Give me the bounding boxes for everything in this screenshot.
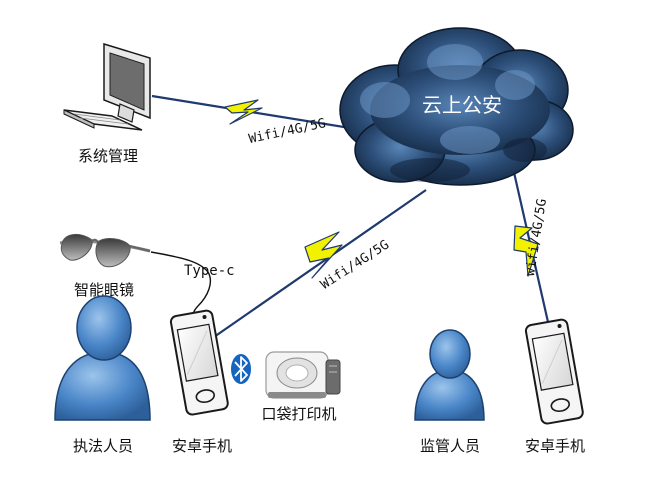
- supervisor-label: 监管人员: [420, 437, 480, 455]
- lightning-admin-icon: [224, 99, 263, 125]
- bluetooth-icon: [231, 354, 251, 384]
- cloud-icon: 云上公安: [339, 27, 574, 186]
- desktop-computer-icon: [63, 42, 151, 131]
- officer-phone-label: 安卓手机: [172, 437, 232, 455]
- android-phone-icon-supervisor: [524, 318, 584, 425]
- pocket-printer-icon: [265, 351, 341, 399]
- link-label-officer-phone: Wifi/4G/5G: [318, 237, 392, 292]
- supervisor-phone-label: 安卓手机: [525, 437, 585, 455]
- officer-person-icon: [54, 295, 151, 421]
- link-label-admin: Wifi/4G/5G: [247, 116, 327, 147]
- lightning-supervisor-icon: [513, 225, 539, 277]
- printer-label: 口袋打印机: [261, 405, 336, 423]
- link-line-officer-phone: [213, 189, 427, 338]
- admin-label: 系统管理: [78, 147, 138, 165]
- smart-glasses-icon: [59, 234, 151, 268]
- supervisor-person-icon: [414, 329, 485, 421]
- officer-label: 执法人员: [73, 437, 133, 455]
- lightning-officer-icon: [304, 231, 343, 279]
- link-line-supervisor-phone: [506, 145, 550, 323]
- glasses-label: 智能眼镜: [74, 281, 134, 299]
- link-label-usb: Type-c: [184, 263, 235, 279]
- cloud-label: 云上公安: [422, 93, 502, 117]
- link-label-supervisor-phone: wifi/4G/5G: [523, 197, 550, 277]
- android-phone-icon-officer: [169, 309, 229, 416]
